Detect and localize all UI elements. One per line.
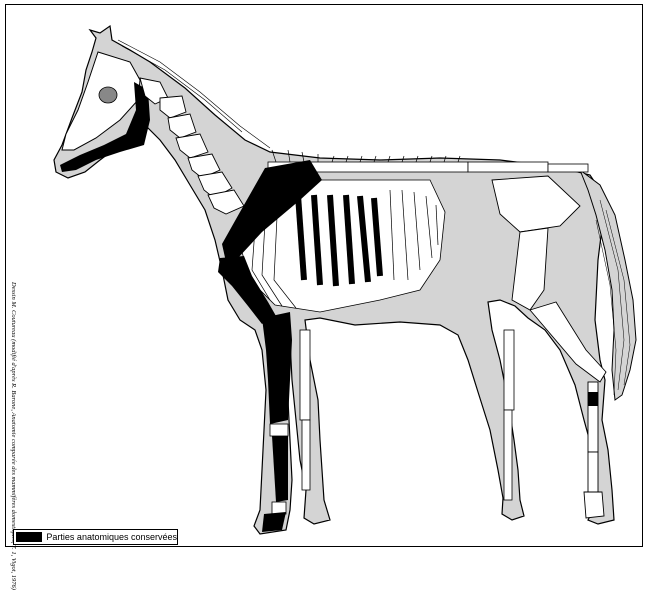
- tarsus-preserved: [588, 392, 598, 406]
- drawing-credit: Dessin M. Coutureau (modifié d'après R. …: [10, 282, 17, 542]
- skull-orbit: [99, 87, 117, 103]
- legend: Parties anatomiques conservées: [13, 529, 178, 545]
- legend-label: Parties anatomiques conservées: [46, 532, 177, 542]
- forelimb-carpus: [270, 424, 288, 436]
- horse-skeleton-diagram: [0, 0, 648, 551]
- legend-swatch: [16, 532, 42, 542]
